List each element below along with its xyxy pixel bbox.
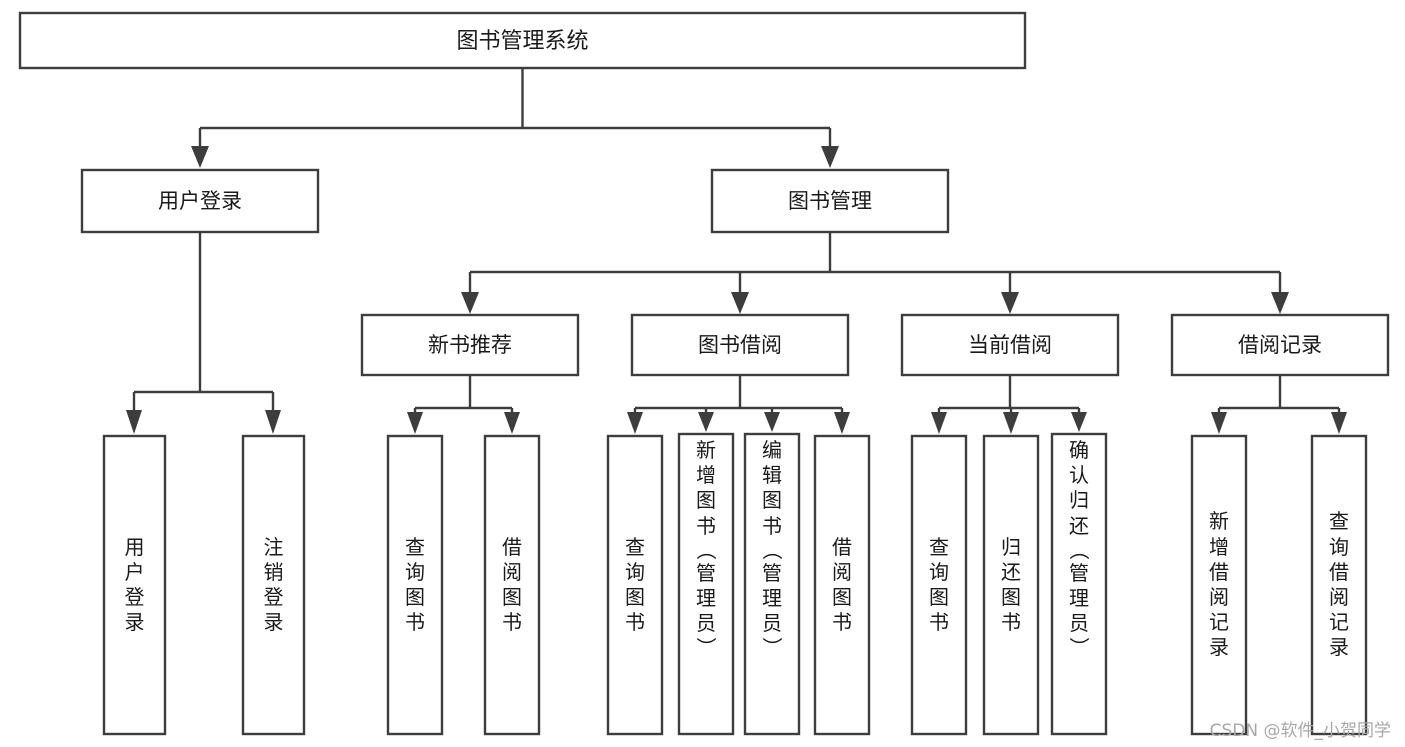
arrow-leaf-borrow-book — [834, 412, 850, 434]
connector-group-current-borrow-children — [931, 375, 1087, 434]
node-borrow-record-box[interactable] — [1170, 313, 1390, 377]
node-new-book-recommend-box[interactable] — [360, 313, 580, 377]
arrow-leaf-return-book — [1003, 412, 1019, 434]
connector-group-book-management-children — [461, 232, 1289, 314]
node-book-borrow-label: 图书借阅 — [698, 333, 782, 357]
connector-group-new-book-recommend-children — [407, 375, 520, 434]
node-leaf-logout-box[interactable] — [241, 434, 306, 736]
node-book-management-label: 图书管理 — [788, 189, 872, 213]
node-book-borrow[interactable]: 图书借阅 — [630, 313, 850, 377]
node-current-borrow-label: 当前借阅 — [968, 333, 1052, 357]
node-user-login-box[interactable] — [80, 168, 320, 234]
connector-group-root-to-level2 — [191, 68, 839, 168]
arrow-leaf-add-borrow-record — [1211, 412, 1227, 434]
node-borrow-record-label: 借阅记录 — [1238, 333, 1322, 357]
arrow-leaf-edit-book-admin — [764, 412, 780, 432]
node-leaf-user-login-box[interactable] — [102, 434, 167, 736]
connector-group-borrow-record-children — [1211, 375, 1347, 434]
node-leaf-query-book-current-box[interactable] — [910, 434, 968, 736]
arrow-book-borrow — [731, 292, 749, 314]
node-leaf-confirm-return-admin-box[interactable] — [1050, 432, 1108, 736]
node-leaf-borrow-book-recommend-box[interactable] — [483, 434, 541, 736]
node-user-login[interactable]: 用户登录 — [80, 168, 320, 234]
node-book-management-box[interactable] — [710, 168, 950, 234]
arrow-leaf-logout — [265, 410, 281, 434]
node-book-borrow-box[interactable] — [630, 313, 850, 377]
arrow-book-management — [821, 146, 839, 168]
arrow-leaf-query-book-borrow — [627, 412, 643, 434]
arrow-borrow-record — [1271, 292, 1289, 314]
node-current-borrow-box[interactable] — [900, 313, 1120, 377]
arrow-leaf-confirm-return-admin — [1071, 412, 1087, 432]
node-leaf-add-book-admin-box[interactable] — [677, 432, 735, 736]
node-leaf-query-borrow-record-box[interactable] — [1310, 434, 1368, 736]
arrow-leaf-borrow-book-recommend — [504, 412, 520, 434]
node-new-book-recommend[interactable]: 新书推荐 — [360, 313, 580, 377]
node-leaf-query-book-recommend-box[interactable] — [386, 434, 444, 736]
node-root-label: 图书管理系统 — [456, 29, 588, 54]
node-leaf-return-book-box[interactable] — [982, 434, 1040, 736]
connector-group-book-borrow-children — [627, 375, 850, 434]
node-leaf-add-borrow-record-box[interactable] — [1190, 434, 1248, 736]
arrow-current-borrow — [1001, 292, 1019, 314]
arrow-leaf-query-borrow-record — [1331, 412, 1347, 434]
node-root-box[interactable] — [18, 11, 1027, 70]
node-new-book-recommend-label: 新书推荐 — [428, 333, 512, 357]
node-book-management[interactable]: 图书管理 — [710, 168, 950, 234]
node-leaf-query-book-borrow-box[interactable] — [606, 434, 664, 736]
arrow-leaf-user-login — [126, 410, 142, 434]
node-leaf-edit-book-admin-box[interactable] — [743, 432, 801, 736]
node-borrow-record[interactable]: 借阅记录 — [1170, 313, 1390, 377]
node-current-borrow[interactable]: 当前借阅 — [900, 313, 1120, 377]
arrow-user-login — [191, 146, 209, 168]
arrow-leaf-query-book-current — [931, 412, 947, 434]
node-root[interactable]: 图书管理系统 — [18, 11, 1027, 70]
arrow-new-book-recommend — [461, 292, 479, 314]
arrow-leaf-query-book-recommend — [407, 412, 423, 434]
arrow-leaf-add-book-admin — [698, 412, 714, 432]
connector-group-user-login-children — [126, 232, 281, 434]
csdn-watermark: CSDN @软件_小贺同学 — [1209, 721, 1391, 741]
node-user-login-label: 用户登录 — [158, 189, 242, 213]
node-leaf-borrow-book-box[interactable] — [813, 434, 871, 736]
